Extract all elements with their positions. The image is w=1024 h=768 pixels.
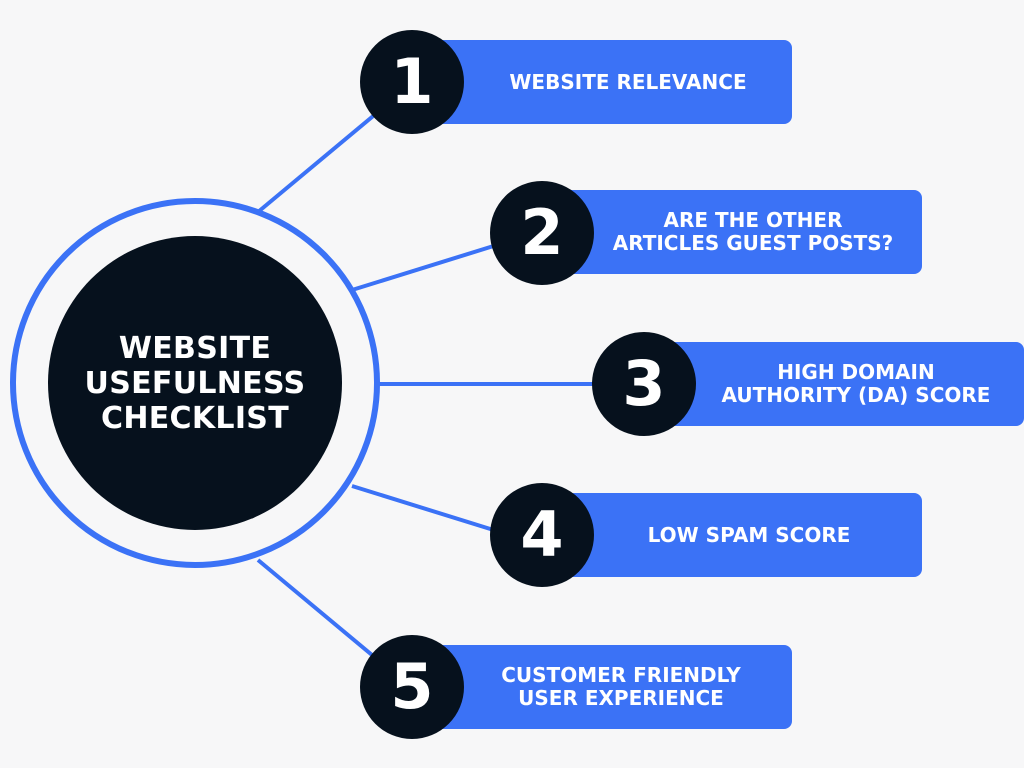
- step-4-box: LOW SPAM SCORE: [560, 493, 922, 577]
- step-5-number: 5: [390, 650, 434, 723]
- hub-title: WEBSITE USEFULNESS CHECKLIST: [84, 330, 306, 436]
- step-3-number: 3: [622, 347, 666, 420]
- step-3-label: HIGH DOMAIN AUTHORITY (DA) SCORE: [721, 360, 991, 407]
- step-1-label: WEBSITE RELEVANCE: [509, 69, 747, 94]
- step-3-box: HIGH DOMAIN AUTHORITY (DA) SCORE: [662, 342, 1024, 426]
- step-2-label: ARE THE OTHER ARTICLES GUEST POSTS?: [612, 208, 894, 255]
- step-1-box: WEBSITE RELEVANCE: [430, 40, 792, 124]
- step-5-badge: 5: [360, 635, 464, 739]
- step-1-number: 1: [390, 45, 434, 118]
- step-4-number: 4: [520, 498, 564, 571]
- step-1-badge: 1: [360, 30, 464, 134]
- connector-line-4: [351, 484, 501, 534]
- step-3-badge: 3: [592, 332, 696, 436]
- hub-circle: WEBSITE USEFULNESS CHECKLIST: [48, 236, 342, 530]
- connector-line-5: [256, 558, 380, 662]
- step-4-badge: 4: [490, 483, 594, 587]
- step-2-number: 2: [520, 196, 564, 269]
- connector-line-2: [351, 242, 501, 292]
- step-2-box: ARE THE OTHER ARTICLES GUEST POSTS?: [560, 190, 922, 274]
- connector-line-1: [256, 110, 380, 214]
- step-5-label: CUSTOMER FRIENDLY USER EXPERIENCE: [501, 663, 741, 710]
- step-5-box: CUSTOMER FRIENDLY USER EXPERIENCE: [430, 645, 792, 729]
- step-2-badge: 2: [490, 181, 594, 285]
- step-4-label: LOW SPAM SCORE: [647, 522, 851, 547]
